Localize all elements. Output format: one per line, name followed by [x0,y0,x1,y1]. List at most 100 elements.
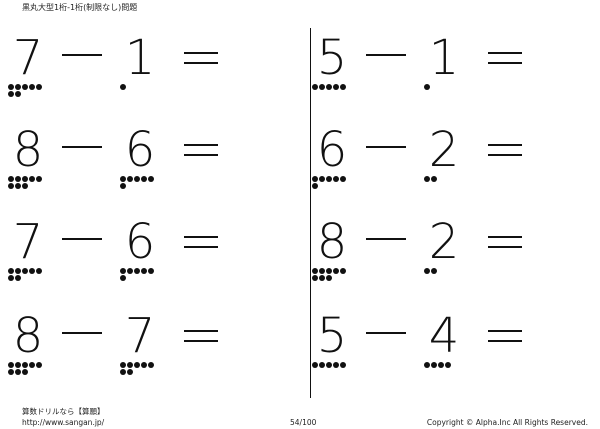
subtrahend-operand: 4 [424,308,464,388]
counting-dots [424,268,437,275]
count-dot [141,268,147,274]
minuend-operand: 7 [8,214,48,294]
minus-sign [366,238,406,240]
count-dot [424,84,430,90]
count-dot [8,183,14,189]
count-dot [134,176,140,182]
count-dot [22,369,28,375]
minuend-operand: 5 [312,308,352,388]
count-dot [36,176,42,182]
counting-dots [312,176,346,190]
count-dot [431,176,437,182]
site-url[interactable]: http://www.sangan.jp/ [22,418,105,427]
count-dot [36,362,42,368]
copyright: Copyright © Alpha.Inc All Rights Reserve… [426,418,588,427]
count-dot [36,84,42,90]
count-dot [424,362,430,368]
subtrahend-operand: 1 [120,30,160,110]
subtrahend-operand: 2 [424,214,464,294]
counting-dots [312,268,346,282]
count-dot [15,268,21,274]
count-dot [312,176,318,182]
count-dot [319,84,325,90]
minus-sign [62,54,102,56]
count-dot [127,268,133,274]
count-dot [312,362,318,368]
count-dot [120,362,126,368]
subtrahend-operand: 7 [120,308,160,388]
minuend-digit: 5 [316,30,348,86]
count-dot [15,183,21,189]
footer-brand: 算数ドリルなら【算願】 http://www.sangan.jp/ [22,406,105,428]
counting-dots [120,268,154,282]
minuend-digit: 7 [12,214,44,270]
count-dot [326,176,332,182]
count-dot [120,176,126,182]
minuend-operand: 5 [312,30,352,110]
minus-sign [62,238,102,240]
count-dot [438,362,444,368]
minuend-operand: 7 [8,30,48,110]
minuend-digit: 5 [316,308,348,364]
counting-dots [8,176,42,190]
count-dot [15,275,21,281]
count-dot [431,362,437,368]
count-dot [148,176,154,182]
subtrahend-operand: 2 [424,122,464,202]
count-dot [29,268,35,274]
count-dot [431,268,437,274]
count-dot [8,275,14,281]
subtrahend-operand: 6 [120,214,160,294]
count-dot [445,362,451,368]
minuend-operand: 6 [312,122,352,202]
count-dot [15,362,21,368]
count-dot [8,369,14,375]
count-dot [141,362,147,368]
counting-dots [120,176,154,190]
count-dot [326,84,332,90]
counting-dots [8,362,42,376]
minus-sign [366,332,406,334]
count-dot [312,183,318,189]
count-dot [340,176,346,182]
minuend-operand: 8 [8,122,48,202]
count-dot [333,268,339,274]
minuend-digit: 7 [12,30,44,86]
minuend-operand: 8 [312,214,352,294]
count-dot [15,176,21,182]
count-dot [127,369,133,375]
subtrahend-digit: 7 [124,308,156,364]
minus-sign [62,332,102,334]
count-dot [120,369,126,375]
subtrahend-digit: 1 [428,30,460,86]
counting-dots [120,362,154,376]
page-title: 黒丸大型1桁-1桁(制限なし)問題 [22,3,138,12]
count-dot [319,275,325,281]
count-dot [22,268,28,274]
counting-dots [424,176,437,183]
page-number: 54/100 [290,418,317,427]
count-dot [8,91,14,97]
count-dot [326,362,332,368]
count-dot [22,183,28,189]
count-dot [29,84,35,90]
count-dot [8,268,14,274]
count-dot [15,91,21,97]
count-dot [29,362,35,368]
counting-dots [312,84,346,91]
counting-dots [8,84,42,98]
subtrahend-digit: 1 [124,30,156,86]
count-dot [340,84,346,90]
subtrahend-operand: 6 [120,122,160,202]
count-dot [333,362,339,368]
count-dot [120,84,126,90]
minuend-digit: 6 [316,122,348,178]
count-dot [424,268,430,274]
counting-dots [424,362,451,369]
